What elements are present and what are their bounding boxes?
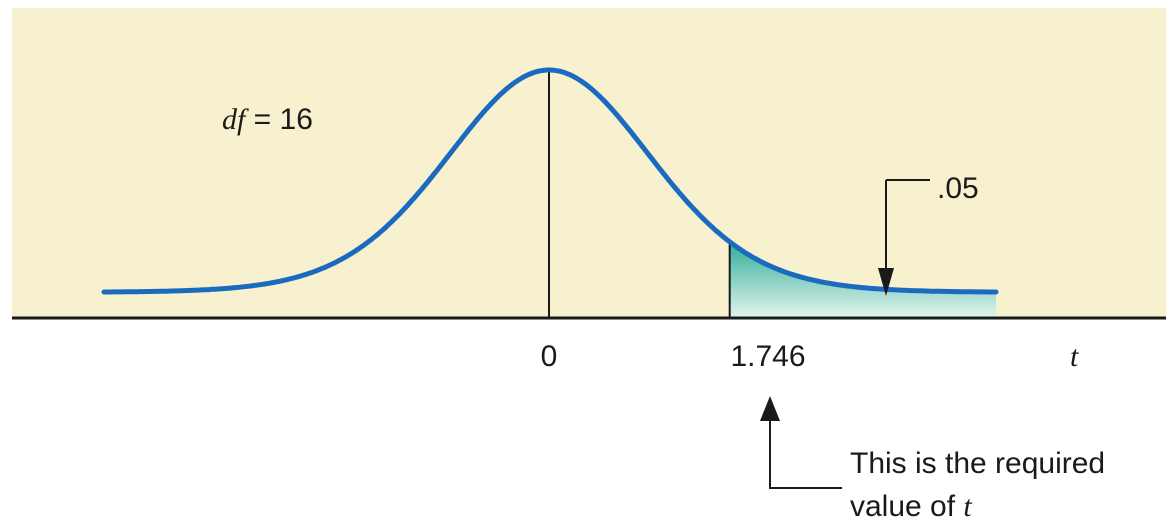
zero-tick-label: 0 [541,340,558,373]
t-curve [101,67,999,295]
critical-arrow-icon [760,396,780,421]
note-line-1: This is the required [850,447,1105,480]
plot-background [12,8,1166,318]
area-arrow-icon [878,268,894,296]
tail-area-label: .05 [937,172,979,205]
upper-tail-area [729,241,996,318]
note-leader-line [769,418,842,489]
critical-value-label: 1.746 [730,340,805,373]
df-label: df = 16 [222,103,313,136]
note-line-2: value of t [850,490,972,523]
axis-label: t [1070,340,1079,373]
